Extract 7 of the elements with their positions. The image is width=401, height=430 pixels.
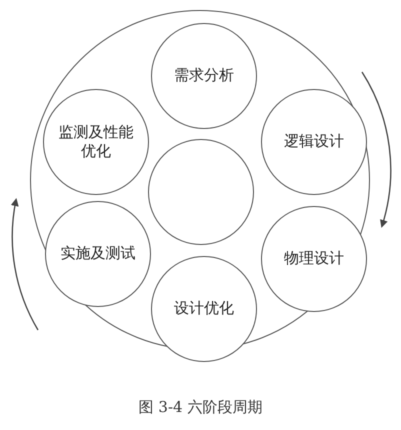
stage-label: 实施及测试: [60, 244, 136, 264]
stage-label: 物理设计: [284, 249, 344, 269]
figure-caption: 图 3-4 六阶段周期: [138, 398, 264, 417]
stage-label: 需求分析: [174, 66, 234, 86]
stage-label: 设计优化: [174, 299, 234, 319]
stage-label: 监测及性能优化: [58, 122, 134, 162]
stage-label: 逻辑设计: [284, 132, 344, 152]
